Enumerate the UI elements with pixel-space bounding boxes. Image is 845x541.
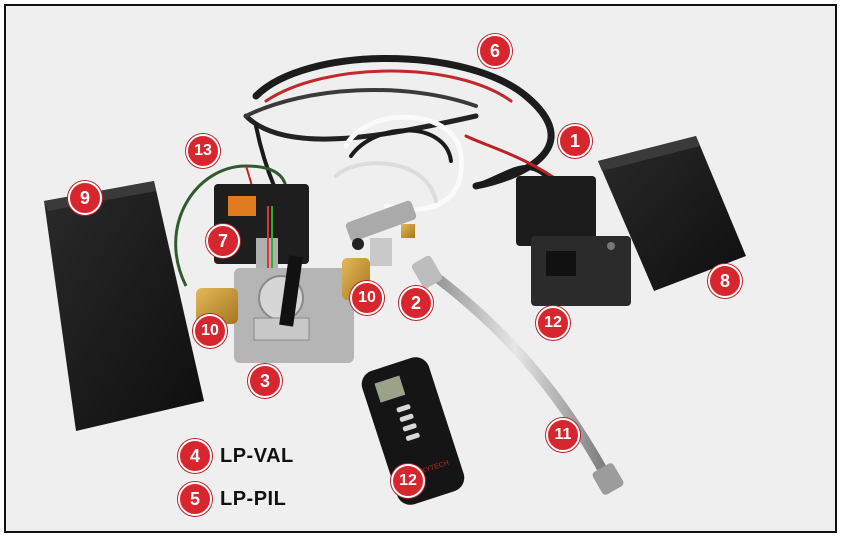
callout-3: 3 [248, 364, 282, 398]
callout-7: 7 [206, 224, 240, 258]
legend-item-lp-pil: 5 LP-PIL [178, 482, 286, 516]
callout-9: 9 [68, 181, 102, 215]
legend-item-lp-val: 4 LP-VAL [178, 439, 294, 473]
flex-gas-line [411, 255, 624, 495]
callout-10-right: 10 [350, 281, 384, 315]
thermocouple-leads [334, 114, 464, 212]
callout-12-remote: 12 [391, 464, 425, 498]
callout-10-left: 10 [193, 314, 227, 348]
callout-8: 8 [708, 264, 742, 298]
product-photo: SKYTECH [44, 55, 746, 505]
callout-13: 13 [186, 134, 220, 168]
receiver-cover [598, 136, 746, 291]
callout-12-receiver: 12 [536, 306, 570, 340]
photo-frame: SKYTECH 1 2 3 6 7 8 9 10 10 11 12 12 13 … [4, 4, 837, 533]
callout-6: 6 [478, 34, 512, 68]
callout-11: 11 [546, 418, 580, 452]
gas-valve [234, 255, 354, 363]
legend-number: 5 [178, 482, 212, 516]
pilot-assembly [345, 200, 417, 266]
callout-1: 1 [558, 124, 592, 158]
remote-control: SKYTECH [361, 357, 465, 505]
legend-label: LP-VAL [220, 444, 294, 467]
legend-label: LP-PIL [220, 487, 287, 510]
legend-number: 4 [178, 439, 212, 473]
callout-2: 2 [399, 286, 433, 320]
wall-receiver [516, 176, 631, 306]
